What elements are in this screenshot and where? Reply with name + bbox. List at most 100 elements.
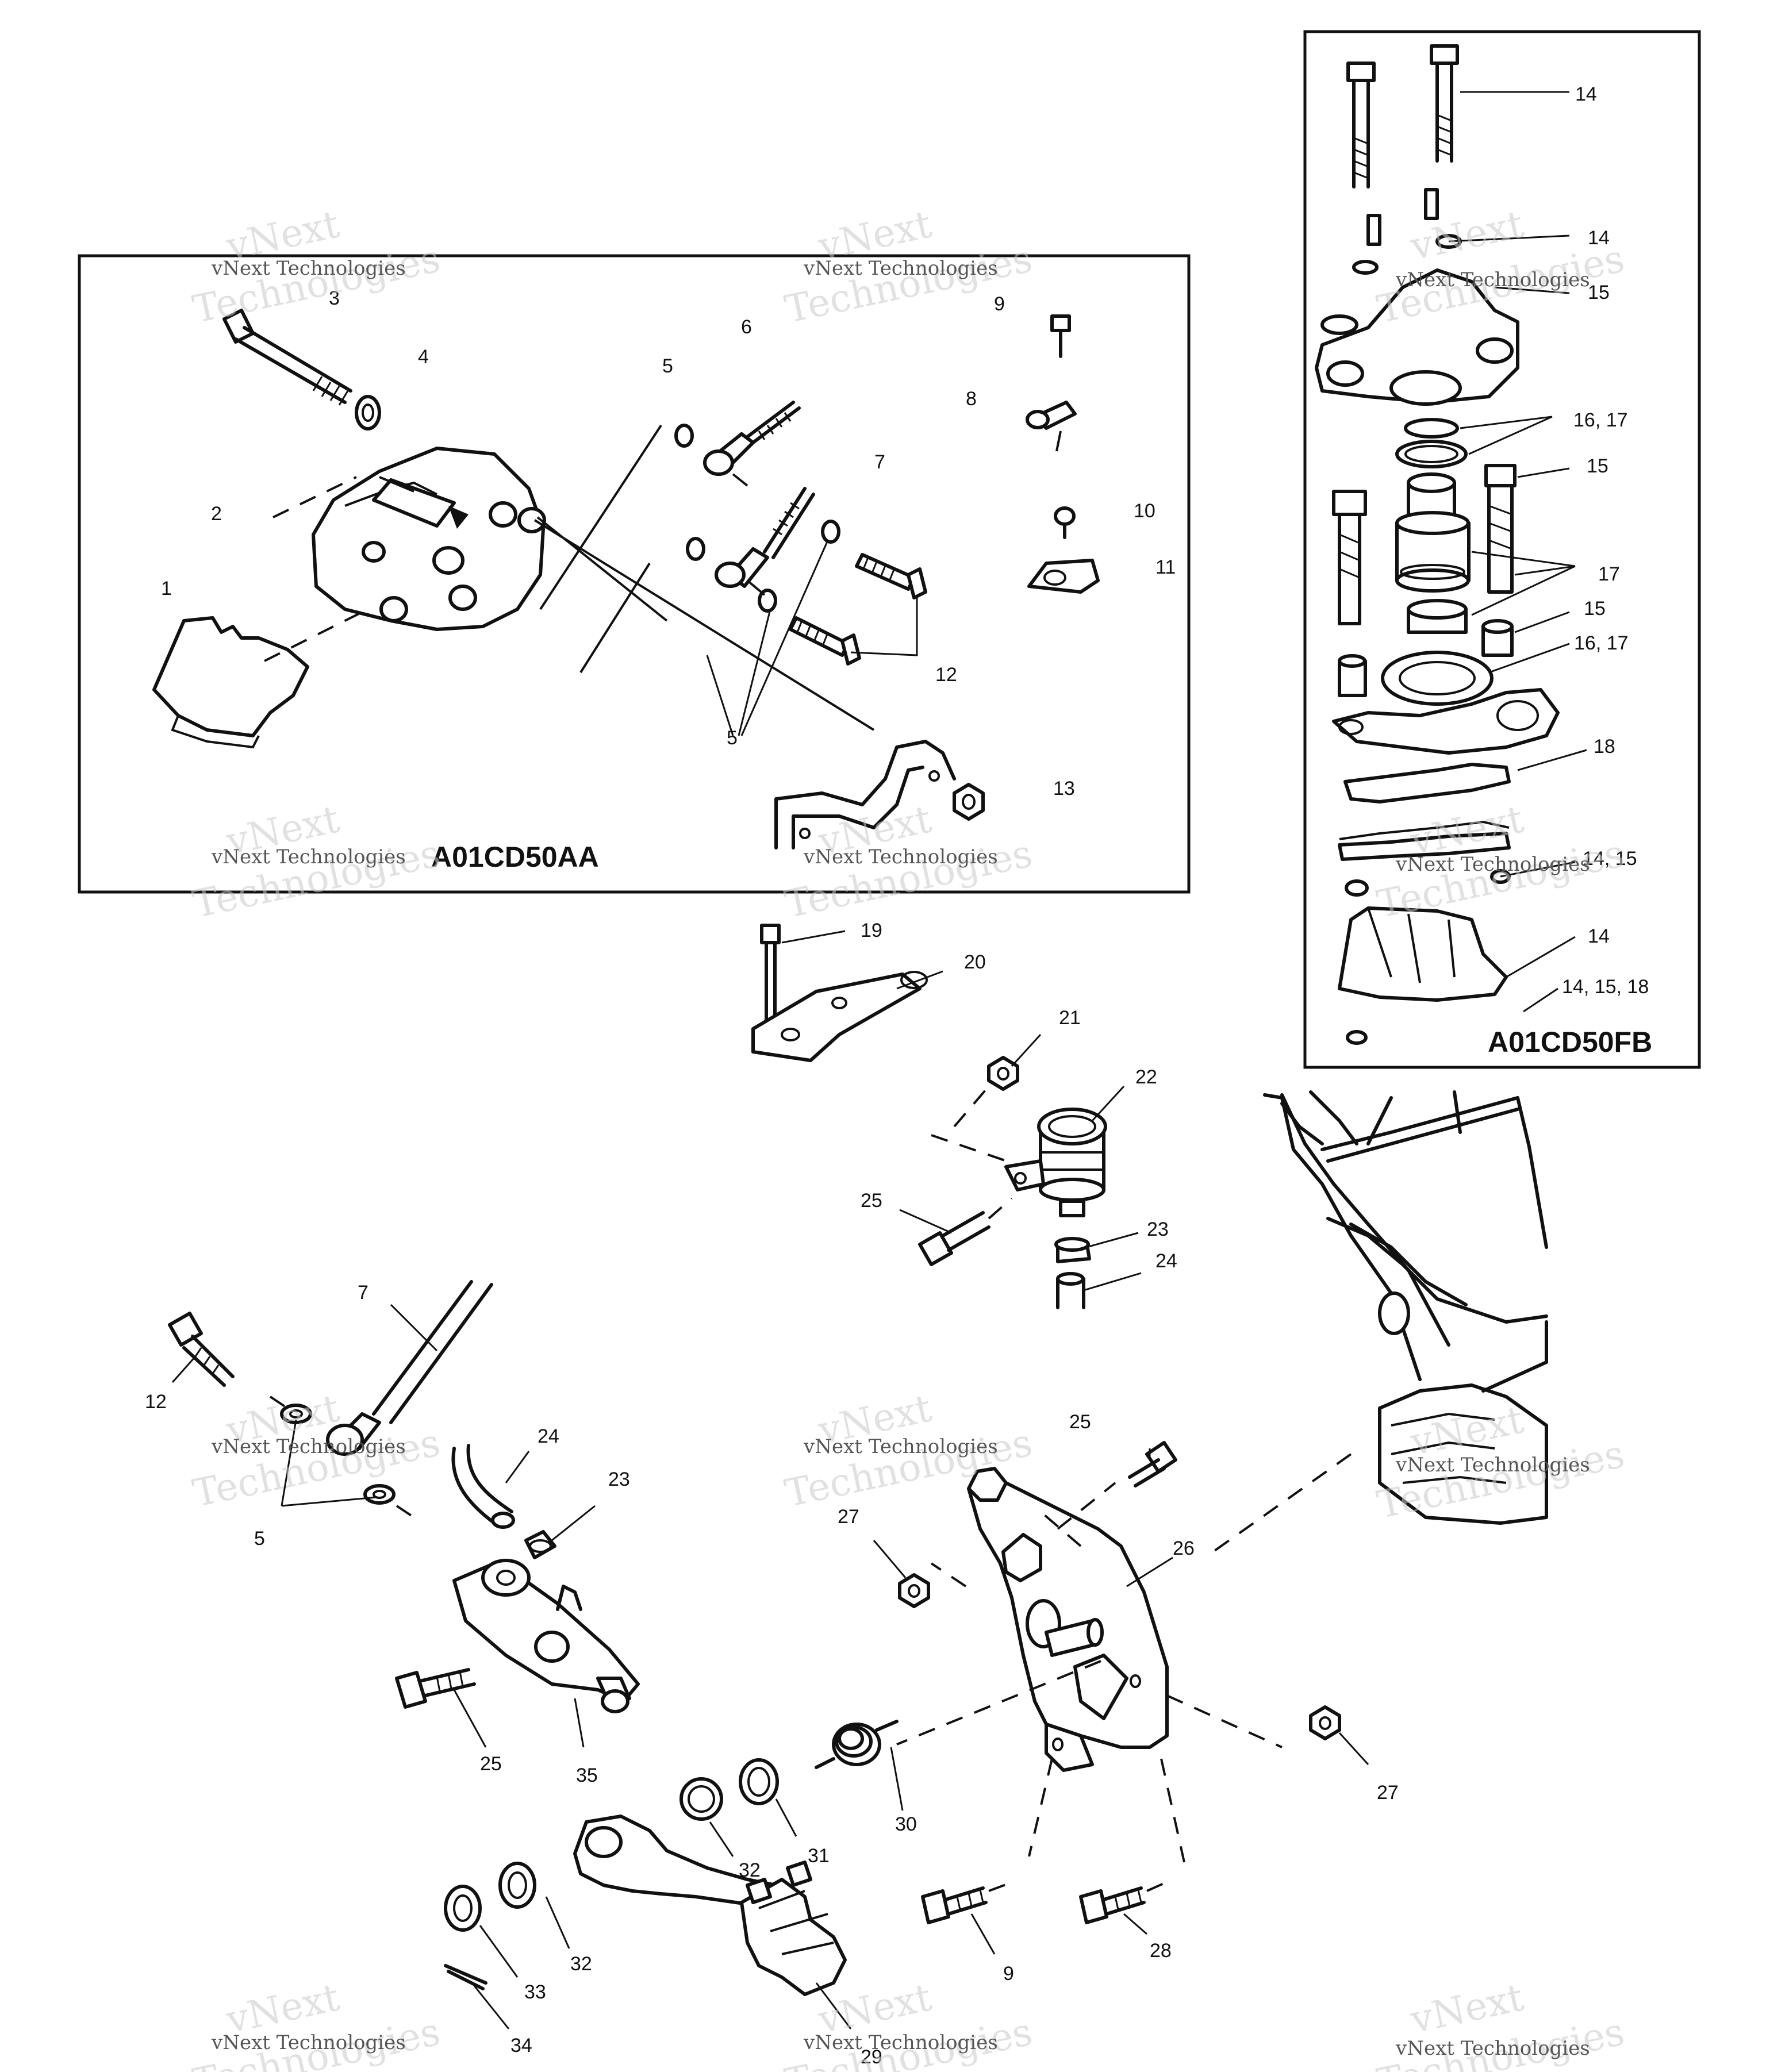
caliper-housing: [1315, 268, 1519, 404]
washer: [444, 1885, 482, 1932]
callout-7: 7: [358, 1282, 368, 1304]
callout-14-15-18: 14, 15, 18: [1562, 976, 1649, 998]
watermark: vNext Technologies: [781, 1975, 1036, 2072]
callout-25: 25: [861, 1190, 882, 1212]
callout-21: 21: [1059, 1007, 1081, 1029]
watermark-text: vNext Technologies: [803, 2031, 998, 2054]
watermark-text: vNext Technologies: [211, 845, 406, 868]
callout-11: 11: [1155, 556, 1176, 578]
callout-2: 2: [211, 503, 222, 525]
callout-32: 32: [739, 1859, 761, 1881]
hex-nut: [1309, 1705, 1341, 1740]
washer: [739, 1758, 779, 1805]
callout-34: 34: [510, 2035, 532, 2056]
watermark: vNext Technologies: [189, 1975, 444, 2072]
caliper-inset-drawing: [152, 309, 1100, 849]
callout-6: 6: [741, 316, 752, 338]
callout-5: 5: [254, 1528, 265, 1550]
caliper-body: [312, 447, 545, 631]
callout-14: 14: [1575, 83, 1597, 105]
exploded-inset-frame: [1303, 30, 1701, 1069]
callout-17: 17: [1598, 563, 1620, 585]
hex-nut: [987, 1056, 1019, 1091]
callout-14: 14: [1588, 227, 1610, 249]
callout-3: 3: [329, 287, 340, 309]
callout-33: 33: [524, 1981, 546, 2003]
callout-5: 5: [727, 727, 738, 749]
callout-12: 12: [935, 664, 957, 686]
main-assembly-drawing: [168, 924, 1548, 2029]
watermark-text: vNext Technologies: [1395, 268, 1590, 291]
banjo-bolt: [789, 616, 861, 666]
callout-14: 14: [1588, 925, 1610, 947]
washer: [355, 395, 381, 430]
callout-27: 27: [1377, 1782, 1399, 1804]
watermark-text: vNext Technologies: [1395, 1454, 1590, 1477]
callout-24: 24: [1155, 1250, 1177, 1272]
watermark-text: vNext Technologies: [1395, 853, 1590, 876]
reservoir-hose: [1056, 1272, 1085, 1286]
caliper-inset-code: A01CD50AA: [431, 841, 599, 873]
washer: [674, 424, 694, 448]
callout-25: 25: [1069, 1411, 1091, 1433]
callout-14-15: 14, 15: [1583, 848, 1637, 870]
callout-10: 10: [1134, 500, 1155, 522]
callout-24: 24: [538, 1425, 559, 1447]
callout-labels: 1 2 3 4 5 5 5 6 7 7 8 9 9 10 11 12 12 13…: [145, 83, 1649, 2068]
clip-screw: [1050, 314, 1071, 332]
hose-fitting: [326, 1424, 364, 1456]
callout-28: 28: [1150, 1940, 1172, 1962]
watermark-text: vNext Technologies: [211, 2031, 406, 2054]
exploded-inset-code: A01CD50FB: [1488, 1026, 1652, 1058]
mounting-bracket: [751, 972, 922, 1062]
washer: [498, 1862, 536, 1909]
callout-22: 22: [1135, 1066, 1157, 1088]
guide-pin: [1338, 513, 1361, 625]
callout-16-17: 16, 17: [1573, 409, 1628, 431]
callout-1: 1: [161, 578, 172, 599]
callout-31: 31: [808, 1845, 830, 1867]
piston-seal: [1404, 418, 1459, 439]
callout-20: 20: [964, 951, 986, 973]
callout-9: 9: [1003, 1963, 1014, 1985]
callout-25: 25: [480, 1753, 502, 1775]
callout-13: 13: [1053, 778, 1075, 799]
watermark-text: vNext Technologies: [211, 1435, 406, 1458]
pedal-mount-plate: [967, 1470, 1169, 1749]
callout-15: 15: [1588, 282, 1610, 303]
callout-7: 7: [874, 451, 885, 473]
exploded-inset-drawing: [1315, 44, 1587, 1045]
cotter-pin: [444, 1964, 487, 1990]
svg-text:vNext: vNext: [1406, 1975, 1527, 2042]
callout-29: 29: [861, 2046, 882, 2068]
callout-19: 19: [861, 920, 882, 941]
banjo-bolt: [855, 553, 927, 599]
watermark-text: vNext Technologies: [803, 1435, 998, 1458]
callout-16-17: 16, 17: [1574, 632, 1629, 654]
callout-30: 30: [895, 1813, 917, 1835]
watermark-text: vNext Technologies: [803, 845, 998, 868]
callout-5: 5: [662, 355, 673, 377]
pedal-bushing: [679, 1777, 723, 1821]
clamp-bolt: [1054, 506, 1076, 526]
callout-23: 23: [1147, 1218, 1169, 1240]
hex-nut: [898, 1573, 930, 1608]
brake-pad: [152, 616, 309, 737]
return-spring: [815, 1720, 899, 1769]
guide-pin: [1487, 484, 1514, 594]
callout-18: 18: [1594, 736, 1615, 758]
hose-clamp: [1027, 559, 1100, 594]
watermark-text: vNext Technologies: [211, 257, 406, 280]
callout-27: 27: [838, 1506, 859, 1528]
callout-32: 32: [570, 1953, 592, 1975]
callout-15: 15: [1587, 455, 1608, 477]
caliper-inset-frame: [78, 254, 1191, 894]
callout-23: 23: [608, 1469, 630, 1490]
callout-8: 8: [966, 388, 977, 410]
caliper-bolt: [222, 309, 352, 406]
callout-26: 26: [1173, 1537, 1195, 1559]
callout-35: 35: [576, 1765, 598, 1786]
callout-12: 12: [145, 1391, 167, 1413]
